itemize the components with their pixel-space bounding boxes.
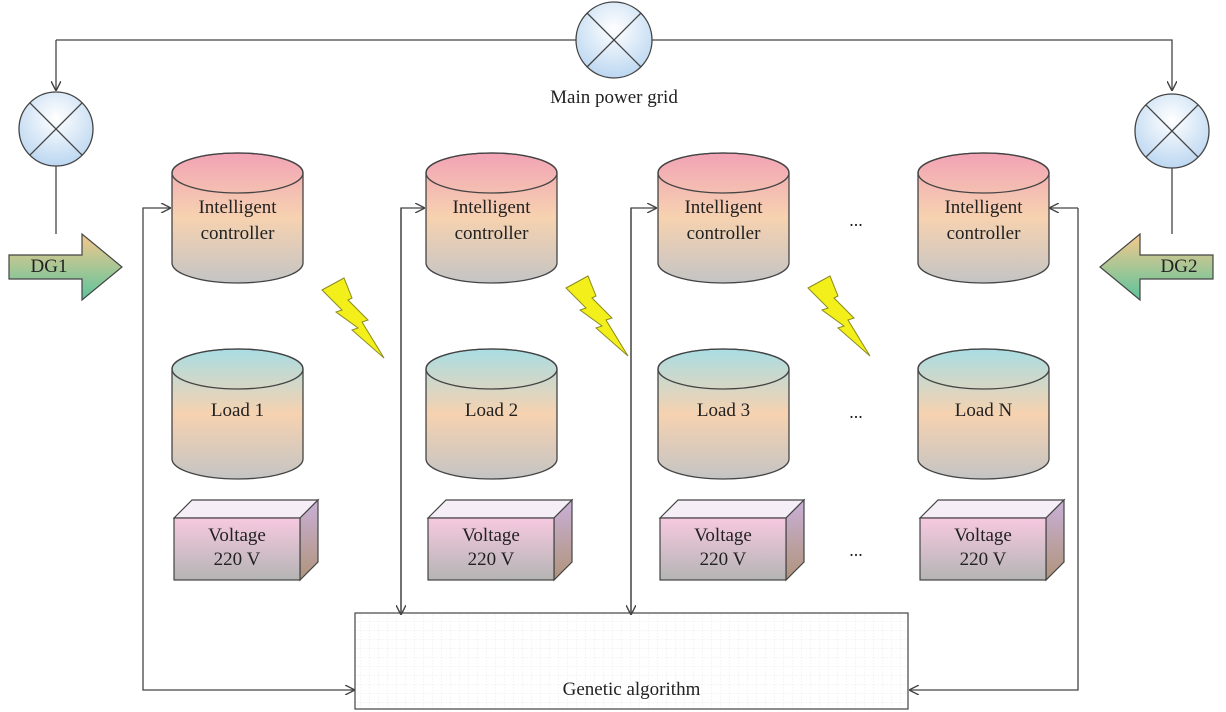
controller-4-cylinder-top [917,152,1050,194]
voltage-4-box-top [918,499,1066,519]
load-4-label: Load N [954,400,1013,421]
voltage-1-label-line1: Voltage [208,525,266,546]
controller-3-label-line2: controller [686,223,761,244]
feedback-line-2-up [400,208,424,612]
load-1-label: Load 1 [210,400,265,421]
ellipsis-controllers: ... [849,210,863,230]
controller-3-cylinder [657,152,790,284]
voltage-4-box [918,498,1066,582]
voltage-2-box-top [426,499,574,519]
controller-1-cylinder [171,152,304,284]
load-2-cylinder [425,348,558,480]
controller-1-label-line2: controller [200,223,275,244]
load-2-label: Load 2 [464,400,519,421]
controller-4-label-line2: controller [946,223,1021,244]
feedback-line-4 [910,208,1079,690]
voltage-1-box-top [172,499,320,519]
voltage-2-box [426,498,574,582]
dg2-switch-icon-cross [1145,104,1199,158]
grid-line-top-right [652,39,1172,90]
ellipsis-voltages: ... [849,540,863,560]
load-1-cylinder [171,348,304,480]
wireless-link-1-icon [321,277,385,359]
voltage-3-box [658,498,806,582]
controller-3-label-line1: Intelligent [684,197,763,218]
feedback-line-3-up [630,208,656,612]
feedback-line-1 [142,208,355,691]
voltage-1-label-line2: 220 V [213,549,261,570]
voltage-3-box-front [659,517,787,581]
load-4-cylinder-top [917,348,1050,390]
controller-2-cylinder-top [425,152,558,194]
controller-3-cylinder-top [657,152,790,194]
load-3-label: Load 3 [696,400,751,421]
genetic-algorithm-box [354,612,909,710]
voltage-3-box-top [658,499,806,519]
main-grid-switch-icon-cross [586,12,642,68]
voltage-1-box-front [173,517,301,581]
controller-2-cylinder [425,152,558,284]
controller-1-cylinder-top [171,152,304,194]
load-3-cylinder [657,348,790,480]
dg1-switch-icon-cross [29,102,83,156]
voltage-4-label-line2: 220 V [959,549,1007,570]
genetic-algorithm-label: Genetic algorithm [562,679,701,700]
dg2-arrow [1099,232,1214,302]
dg1-arrow [8,232,123,302]
dg1-label: DG1 [30,256,68,277]
voltage-2-box-front [427,517,555,581]
load-4-cylinder [917,348,1050,480]
controller-4-cylinder [917,152,1050,284]
controller-1-label-line1: Intelligent [198,197,277,218]
load-2-cylinder-top [425,348,558,390]
dg2-label: DG2 [1160,256,1198,277]
voltage-4-label-line1: Voltage [954,525,1012,546]
voltage-2-label-line1: Voltage [462,525,520,546]
wireless-link-2-icon [565,275,629,357]
connection-lines [56,39,1172,691]
controller-2-label-line1: Intelligent [452,197,531,218]
diagram-shapes [8,1,1214,710]
voltage-2-label-line2: 220 V [467,549,515,570]
voltage-3-label-line2: 220 V [699,549,747,570]
controller-4-label-line1: Intelligent [944,197,1023,218]
controller-2-label-line2: controller [454,223,529,244]
dg1-switch-icon [18,91,94,167]
load-1-cylinder-top [171,348,304,390]
voltage-1-box [172,498,320,582]
wireless-link-3-icon [807,275,871,357]
main-power-grid-label: Main power grid [550,87,678,108]
main-grid-switch-icon [575,1,653,79]
dg2-switch-icon [1134,93,1210,169]
ellipsis-loads: ... [849,402,863,422]
voltage-4-box-front [919,517,1047,581]
load-3-cylinder-top [657,348,790,390]
voltage-3-label-line1: Voltage [694,525,752,546]
